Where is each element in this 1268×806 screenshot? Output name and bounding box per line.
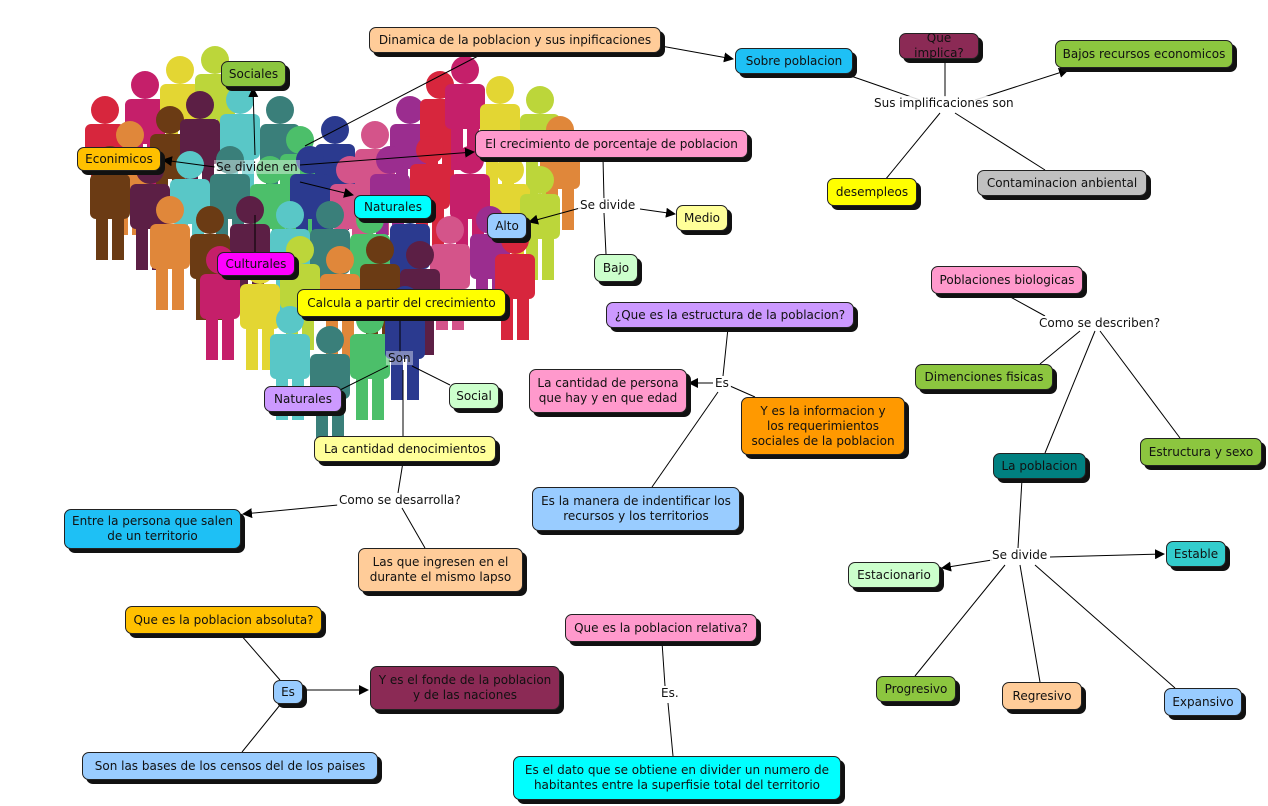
link-como-se-describen[interactable]: Como se describen?: [1037, 316, 1163, 330]
link-se-divide[interactable]: Se divide: [578, 198, 638, 212]
node-relativa[interactable]: Que es la poblacion relativa?: [565, 614, 757, 642]
node-calcula[interactable]: Calcula a partir del crecimiento: [297, 289, 506, 317]
node-estable[interactable]: Estable: [1166, 541, 1226, 567]
node-crecimiento[interactable]: El crecimiento de porcentaje de poblacio…: [475, 130, 748, 158]
node-cantidad-persona[interactable]: La cantidad de persona que hay y en que …: [529, 369, 687, 413]
node-dinamica[interactable]: Dinamica de la poblacion y sus inpificac…: [369, 27, 661, 53]
link-es[interactable]: Es: [713, 376, 731, 390]
node-manera[interactable]: Es la manera de indentificar los recurso…: [532, 487, 740, 531]
node-bases[interactable]: Son las bases de los censos del de los p…: [82, 752, 378, 780]
link-son[interactable]: Son: [386, 351, 413, 365]
node-ingresen[interactable]: Las que ingresen en el durante el mismo …: [358, 548, 523, 592]
node-fonde[interactable]: Y es el fonde de la poblacion y de las n…: [370, 666, 560, 710]
node-sobre-poblacion[interactable]: Sobre poblacion: [735, 48, 853, 74]
node-contaminacion[interactable]: Contaminacion anbiental: [977, 170, 1147, 196]
node-progresivo[interactable]: Progresivo: [876, 676, 956, 702]
node-naturales-cyan[interactable]: Naturales: [354, 195, 432, 219]
node-que-implica[interactable]: Que implica?: [899, 31, 979, 60]
node-entre-persona[interactable]: Entre la persona que salen de un territo…: [64, 509, 241, 549]
node-dato[interactable]: Es el dato que se obtiene en divider un …: [513, 756, 841, 800]
node-estructura-sexo[interactable]: Estructura y sexo: [1140, 438, 1262, 466]
node-bajo[interactable]: Bajo: [594, 254, 638, 282]
link-como-se-desarrolla[interactable]: Como se desarrolla?: [337, 493, 463, 507]
person-figure: [350, 306, 390, 420]
node-desempleos[interactable]: desempleos: [827, 178, 917, 206]
node-regresivo[interactable]: Regresivo: [1002, 682, 1082, 710]
link-se-dividen-en[interactable]: Se dividen en: [214, 160, 300, 174]
node-expansivo[interactable]: Expansivo: [1164, 688, 1242, 716]
node-denocimientos[interactable]: La cantidad denocimientos: [314, 436, 496, 462]
node-absoluta[interactable]: Que es la poblacion absoluta?: [125, 606, 322, 634]
link-se-divide-poblacion[interactable]: Se divide: [990, 548, 1050, 562]
node-econimicos[interactable]: Econimicos: [77, 147, 161, 171]
node-dimenciones[interactable]: Dimenciones fisicas: [915, 364, 1053, 390]
node-naturales-purple[interactable]: Naturales: [264, 386, 342, 412]
person-figure: [150, 196, 190, 310]
node-estacionario[interactable]: Estacionario: [848, 562, 940, 588]
node-biologicas[interactable]: Poblaciones biologicas: [931, 266, 1083, 294]
link-es-relativa[interactable]: Es.: [659, 686, 681, 700]
node-sociales[interactable]: Sociales: [221, 61, 286, 87]
node-la-poblacion[interactable]: La poblacion: [993, 453, 1086, 479]
node-estructura[interactable]: ¿Que es la estructura de la poblacion?: [606, 302, 854, 328]
node-alto[interactable]: Alto: [487, 213, 527, 239]
node-bajos-recursos[interactable]: Bajos recursos economicos: [1055, 40, 1233, 68]
node-informacion[interactable]: Y es la informacion y los requerimientos…: [741, 397, 905, 455]
node-social[interactable]: Social: [449, 383, 499, 409]
node-culturales[interactable]: Culturales: [217, 252, 295, 276]
node-medio[interactable]: Medio: [676, 205, 728, 231]
node-es[interactable]: Es: [273, 680, 303, 704]
link-sus-implificaciones[interactable]: Sus implificaciones son: [872, 96, 1016, 110]
